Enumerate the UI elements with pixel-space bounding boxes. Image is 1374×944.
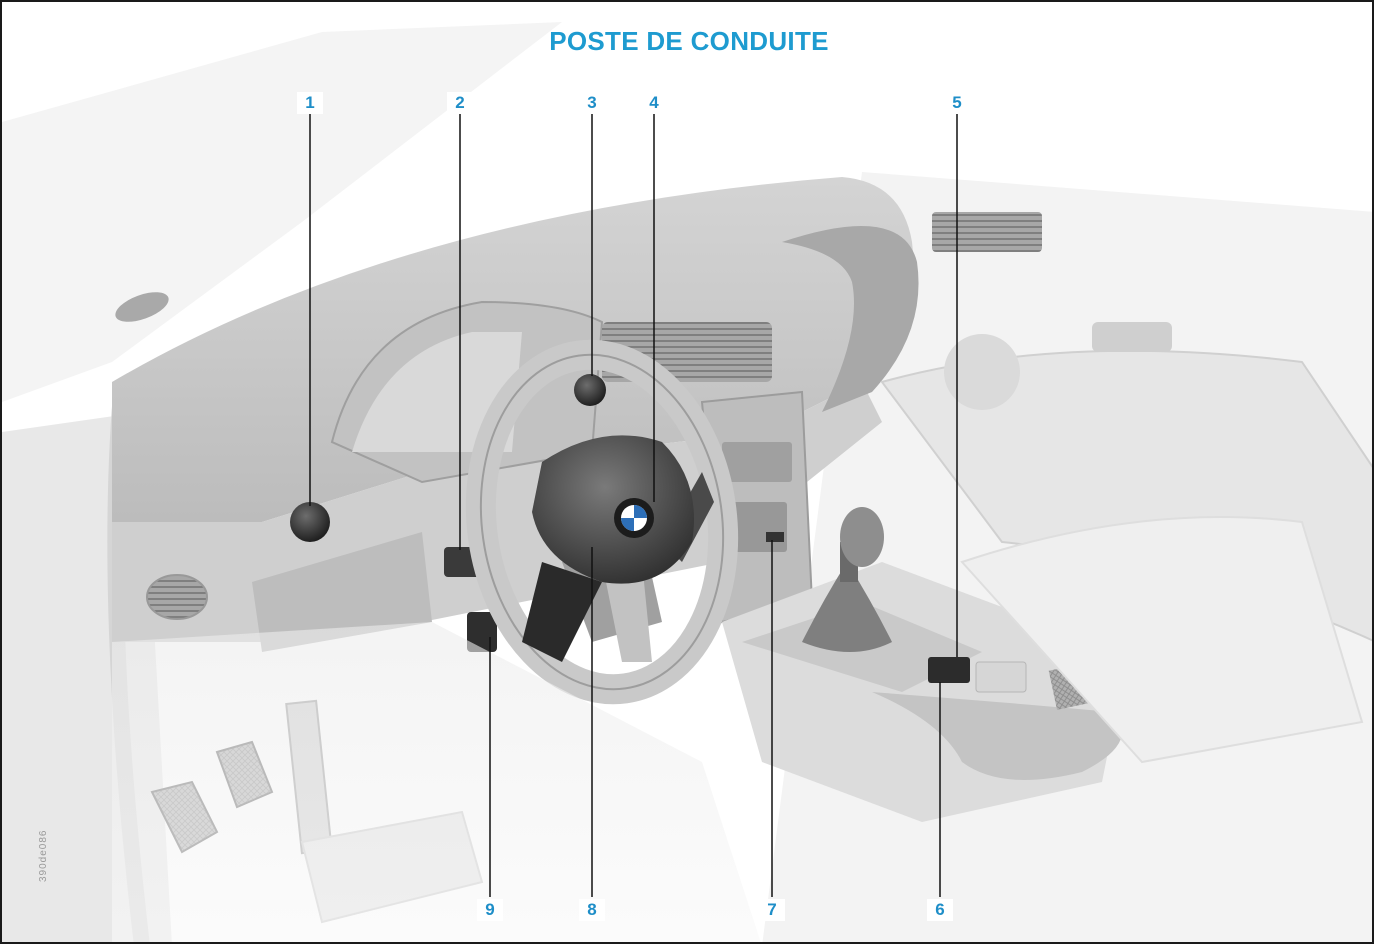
wiper-knob [574, 374, 606, 406]
passenger-seat [960, 516, 1364, 764]
callout-5: 5 [944, 92, 970, 114]
knee-panel [252, 532, 432, 652]
callout-leader-lines [309, 114, 958, 897]
callout-7: 7 [759, 899, 785, 921]
armrest [872, 692, 1122, 780]
passenger-air-vent-icon [932, 212, 1042, 252]
page-title: POSTE DE CONDUITE [549, 26, 829, 56]
door-speaker [944, 334, 1020, 410]
callout-3: 3 [579, 92, 605, 114]
footwell-floor [112, 622, 761, 942]
callout-9: 9 [477, 899, 503, 921]
steering-spoke-left [522, 562, 602, 662]
hazard-switch [766, 532, 784, 542]
window-switches [928, 657, 970, 683]
image-code: 390de086 [38, 829, 49, 883]
bmw-logo-icon [614, 498, 654, 538]
light-switch-knob [290, 502, 330, 542]
callout-4: 4 [641, 92, 667, 114]
left-air-vent-icon [146, 574, 208, 620]
callout-8: 8 [579, 899, 605, 921]
callout-2: 2 [447, 92, 473, 114]
dash-curve-trim [782, 226, 919, 412]
callout-1: 1 [297, 92, 323, 114]
callout-6: 6 [927, 899, 953, 921]
gear-shift-icon [840, 507, 884, 567]
gear-boot [802, 562, 892, 652]
